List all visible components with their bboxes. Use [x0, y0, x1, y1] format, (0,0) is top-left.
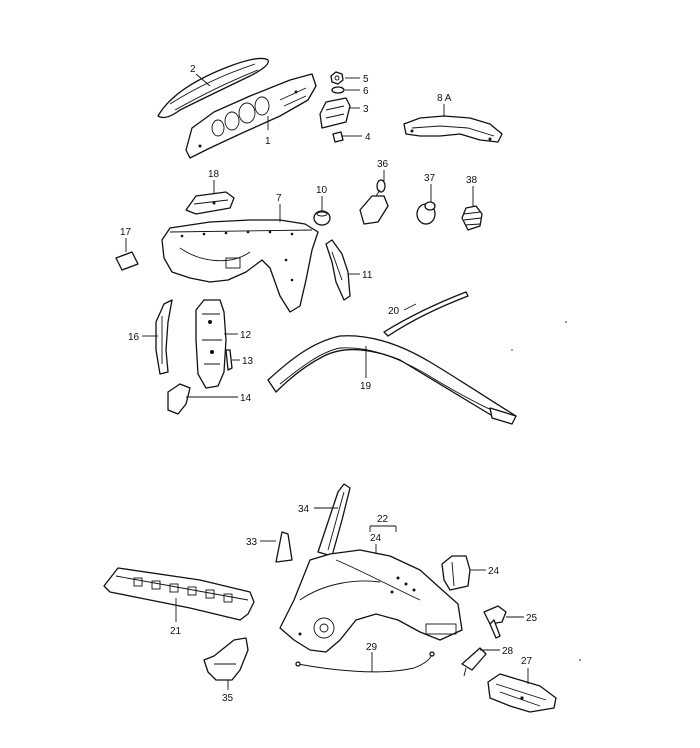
- callout-38: 38: [466, 175, 478, 186]
- part-13-strip: [225, 349, 233, 371]
- callout-20: 20: [388, 306, 400, 317]
- callout-labels: 2 1 5 6 3 4 8 A 18 7 10 36 37 38 17 11 1…: [120, 64, 538, 704]
- part-25-clip: [483, 605, 507, 639]
- part-38-bellows: [461, 205, 483, 231]
- part-36-grommet: [359, 179, 389, 225]
- part-17-plate: [115, 251, 139, 271]
- part-22-rear-quarter-inner: [279, 549, 463, 653]
- leader-lines: [125, 73, 529, 690]
- part-8a-crossmember: [403, 115, 503, 143]
- callout-24-lower: 24: [488, 566, 500, 577]
- part-1-instrument-panel: [185, 73, 317, 159]
- callout-36: 36: [377, 159, 389, 170]
- callout-2: 2: [190, 64, 196, 75]
- part-6-washer: [331, 86, 345, 94]
- callout-17: 17: [120, 227, 132, 238]
- part-33-gusset: [275, 531, 293, 563]
- part-34-pillar: [317, 483, 351, 557]
- callout-21: 21: [170, 626, 182, 637]
- callout-25: 25: [526, 613, 538, 624]
- part-18-bracket: [185, 191, 235, 215]
- part-3-bracket: [319, 97, 351, 129]
- callout-10: 10: [316, 185, 328, 196]
- part-5-nut: [330, 71, 344, 85]
- callout-19: 19: [360, 381, 372, 392]
- part-21-floor-rail: [103, 567, 255, 621]
- part-24-bracket: [441, 555, 471, 591]
- callout-22: 22: [377, 514, 389, 525]
- callout-13: 13: [242, 356, 254, 367]
- part-28-bracket: [461, 647, 487, 677]
- part-12-inner-pillar: [195, 299, 227, 389]
- part-7-bulkhead: [161, 219, 319, 313]
- callout-7: 7: [276, 193, 282, 204]
- part-35-bracket: [203, 637, 249, 681]
- part-14-cover: [167, 383, 191, 415]
- callout-4: 4: [365, 132, 371, 143]
- callout-12: 12: [240, 330, 252, 341]
- part-27-mount: [487, 673, 557, 713]
- callout-8a: 8 A: [437, 93, 452, 104]
- callout-33: 33: [246, 537, 258, 548]
- callout-11: 11: [362, 270, 373, 281]
- callout-16: 16: [128, 332, 140, 343]
- callout-29: 29: [366, 642, 378, 653]
- part-29-cable: [295, 651, 435, 673]
- part-11-pillar: [325, 239, 351, 301]
- callout-5: 5: [363, 74, 369, 85]
- scan-specks: [511, 321, 581, 661]
- callout-18: 18: [208, 169, 220, 180]
- part-37-grommet: [416, 201, 436, 225]
- callout-27: 27: [521, 656, 533, 667]
- part-16-reinforcement: [155, 299, 173, 375]
- callout-24-upper: 24: [370, 533, 382, 544]
- callout-35: 35: [222, 693, 234, 704]
- callout-28: 28: [502, 646, 514, 657]
- callout-3: 3: [363, 104, 369, 115]
- callout-1: 1: [265, 136, 271, 147]
- part-20-strip: [383, 291, 469, 337]
- part-19-roof-frame: [267, 335, 517, 425]
- callout-6: 6: [363, 86, 369, 97]
- part-10-plug: [313, 210, 331, 226]
- part-4-bolt: [332, 131, 352, 143]
- callout-34: 34: [298, 504, 310, 515]
- callout-37: 37: [424, 173, 436, 184]
- part-2-dash-pad: [157, 57, 269, 119]
- callout-14: 14: [240, 393, 252, 404]
